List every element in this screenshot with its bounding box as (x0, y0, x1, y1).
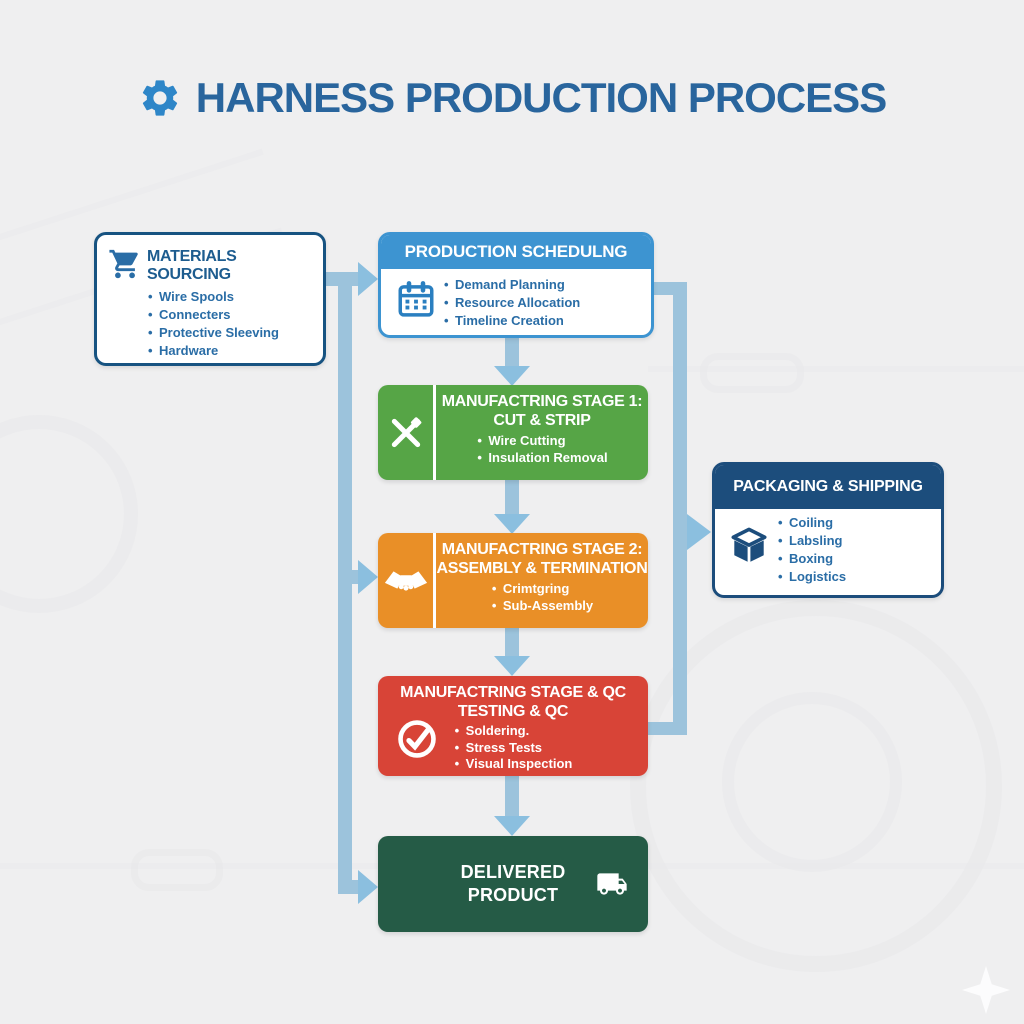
materials-sourcing-title: MATERIALS SOURCING (147, 248, 237, 283)
list-item: Crimtgring (491, 580, 593, 597)
calendar-icon (395, 279, 437, 326)
production-scheduling-list: Demand PlanningResource AllocationTimeli… (443, 276, 651, 330)
list-item: Demand Planning (443, 276, 651, 294)
production-scheduling-box: PRODUCTION SCHEDULNG Demand PlanningReso… (378, 232, 654, 338)
delivered-product-title: DELIVERED PRODUCT (461, 861, 566, 907)
list-item: Soldering. (454, 723, 573, 740)
testing-list: Soldering.Stress TestsVisual Inspection (454, 723, 573, 773)
stage2-title-line2: ASSEMBLY & TERMINATION (436, 560, 648, 577)
stage2-list: CrimtgringSub-Assembly (491, 580, 593, 614)
list-item: Wire Spools (147, 288, 323, 306)
background-gear-ring-left (0, 415, 138, 613)
list-item: Hardware (147, 342, 323, 360)
list-item: Timeline Creation (443, 312, 651, 330)
materials-sourcing-list: Wire SpoolsConnectersProtective Sleeving… (147, 288, 323, 360)
list-item: Protective Sleeving (147, 324, 323, 342)
truck-icon (591, 868, 633, 905)
sparkle-decoration (962, 966, 1010, 1014)
arrowhead-materials-to-scheduling (358, 262, 378, 296)
delivered-title-line1: DELIVERED (460, 862, 566, 882)
list-item: Sub-Assembly (491, 597, 593, 614)
background-pill-left (131, 849, 223, 891)
packaging-shipping-title: PACKAGING & SHIPPING (715, 465, 941, 509)
page-title-row: HARNESS PRODUCTION PROCESS (0, 74, 1024, 122)
packaging-shipping-list: CoilingLabslingBoxingLogistics (777, 514, 941, 586)
arrowhead-to-packaging (687, 514, 711, 550)
arrow-scheduling-to-stage1 (505, 332, 519, 368)
list-item: Boxing (777, 550, 941, 568)
materials-sourcing-box: MATERIALS SOURCING Wire SpoolsConnecters… (94, 232, 326, 366)
manufacturing-stage1-box: MANUFACTRING STAGE 1: CUT & STRIP Wire C… (378, 385, 648, 480)
stage1-list: Wire CuttingInsulation Removal (476, 432, 607, 466)
arrowhead-left-to-stage2 (358, 560, 378, 594)
arrowhead-stage1-to-stage2 (494, 514, 530, 534)
background-gear-ring-inner (722, 692, 902, 872)
stage1-title-line1: MANUFACTRING STAGE 1: (441, 393, 643, 410)
list-item: Stress Tests (454, 740, 573, 757)
check-circle-icon (394, 716, 440, 767)
list-item: Insulation Removal (476, 449, 607, 466)
crossed-tools-icon (378, 385, 433, 480)
list-item: Wire Cutting (476, 432, 607, 449)
background-line-right (648, 366, 1024, 372)
connector-right-vertical (673, 282, 687, 735)
arrowhead-scheduling-to-stage1 (494, 366, 530, 386)
delivered-product-box: DELIVERED PRODUCT (378, 836, 648, 932)
page-title: HARNESS PRODUCTION PROCESS (195, 74, 887, 121)
gear-icon (138, 76, 182, 120)
arrowhead-testing-to-delivered (494, 816, 530, 836)
handshake-icon (378, 533, 433, 628)
connector-left-bottom (338, 880, 360, 894)
arrow-stage2-to-testing (505, 628, 519, 658)
delivered-title-line2: PRODUCT (467, 885, 559, 905)
packaging-shipping-box: PACKAGING & SHIPPING CoilingLabslingBoxi… (712, 462, 944, 598)
stage1-title-line2: CUT & STRIP (493, 412, 591, 429)
list-item: Coiling (777, 514, 941, 532)
testing-title-line1: MANUFACTRING STAGE & QC (400, 684, 626, 701)
testing-qc-box: MANUFACTRING STAGE & QC TESTING & QC Sol… (378, 676, 648, 776)
production-scheduling-title: PRODUCTION SCHEDULNG (381, 235, 651, 269)
open-box-icon (728, 525, 770, 572)
stage1-divider (433, 385, 436, 480)
list-item: Labsling (777, 532, 941, 550)
arrowhead-stage2-to-testing (494, 656, 530, 676)
background-pill-right (700, 353, 804, 393)
list-item: Logistics (777, 568, 941, 586)
connector-left-stub-stage2 (352, 570, 360, 584)
arrow-testing-to-delivered (505, 776, 519, 818)
shopping-cart-icon (108, 247, 142, 286)
arrow-stage1-to-stage2 (505, 480, 519, 516)
list-item: Visual Inspection (454, 756, 573, 773)
connector-right-bottom (648, 722, 687, 735)
connector-left-vertical (338, 272, 352, 894)
list-item: Connecters (147, 306, 323, 324)
arrowhead-left-to-delivered (358, 870, 378, 904)
list-item: Resource Allocation (443, 294, 651, 312)
testing-title-line2: TESTING & QC (457, 703, 569, 720)
stage2-divider (433, 533, 436, 628)
manufacturing-stage2-box: MANUFACTRING STAGE 2: ASSEMBLY & TERMINA… (378, 533, 648, 628)
stage2-title-line1: MANUFACTRING STAGE 2: (441, 541, 643, 558)
